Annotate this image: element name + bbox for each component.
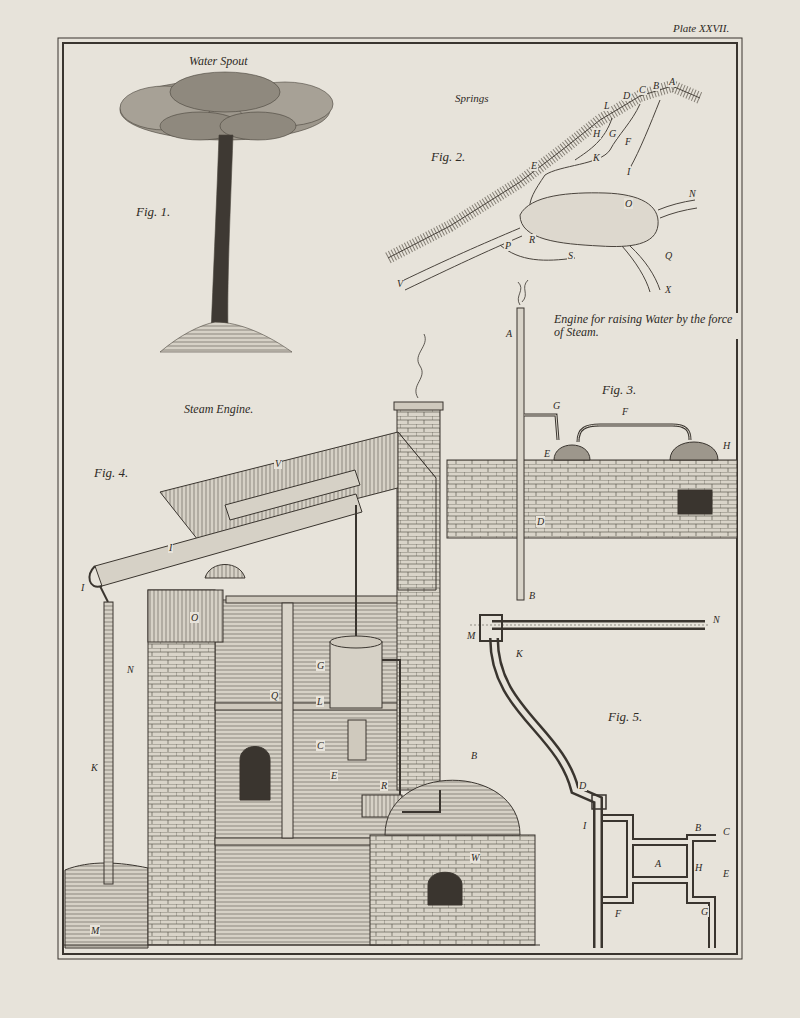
pipe-section [470,615,716,948]
callout-letter: E [530,160,538,171]
callout-letter: Q [270,690,279,701]
callout-letter: G [608,128,617,139]
callout-letter: C [638,84,647,95]
callout-letter: H [722,440,731,451]
figure-number: Fig. 5. [607,710,643,724]
steam-engine-house [62,334,540,948]
callout-letter: N [126,664,135,675]
callout-letter: E [330,770,338,781]
callout-letter: D [536,516,545,527]
callout-letter: G [700,906,709,917]
callout-letter: L [603,100,611,111]
callout-letter: I [80,582,85,593]
callout-letter: V [274,458,282,469]
callout-letter: B [694,822,702,833]
callout-letter: A [668,76,676,87]
callout-letter: M [466,630,476,641]
springs-landscape [388,86,700,292]
callout-letter: F [621,406,629,417]
figure-number: Fig. 4. [93,466,129,480]
callout-letter: X [664,284,672,295]
figure-title: Water Spout [188,55,249,68]
callout-letter: F [624,136,632,147]
callout-letter: E [722,868,730,879]
callout-letter: N [688,188,697,199]
callout-letter: R [380,780,388,791]
figure-title: Engine for raising Water by the force of… [553,313,740,339]
callout-letter: V [396,278,404,289]
callout-letter: A [654,858,662,869]
callout-letter: B [470,750,478,761]
callout-letter: I [626,166,631,177]
figure-number: Fig. 3. [601,383,637,397]
callout-letter: K [592,152,601,163]
callout-letter: C [316,740,325,751]
callout-letter: Q [664,250,673,261]
figure-title: Springs [454,92,490,104]
figure-number: Fig. 2. [430,150,466,164]
callout-letter: K [515,648,524,659]
callout-letter: A [505,328,513,339]
water-spout [120,72,333,352]
callout-letter: F [614,908,622,919]
callout-letter: D [622,90,631,101]
callout-letter: D [578,780,587,791]
callout-letter: H [694,862,703,873]
callout-letter: O [190,612,199,623]
callout-letter: P [504,240,512,251]
figure-title: Steam Engine. [183,403,254,416]
plate-number: Plate XXVII. [672,22,730,34]
callout-letter: L [316,696,324,707]
callout-letter: G [316,660,325,671]
callout-letter: N [712,614,721,625]
callout-letter: S [567,250,574,261]
callout-letter: B [528,590,536,601]
callout-letter: W [470,852,480,863]
callout-letter: C [722,826,731,837]
callout-letter: R [528,234,536,245]
callout-letter: E [543,448,551,459]
callout-letter: O [624,198,633,209]
callout-letter: B [652,80,660,91]
callout-letter: I [582,820,587,831]
callout-letter: K [90,762,99,773]
figure-number: Fig. 1. [135,205,171,219]
callout-letter: H [592,128,601,139]
callout-letter: G [552,400,561,411]
callout-letter: M [90,925,100,936]
callout-letter: I [168,542,173,553]
